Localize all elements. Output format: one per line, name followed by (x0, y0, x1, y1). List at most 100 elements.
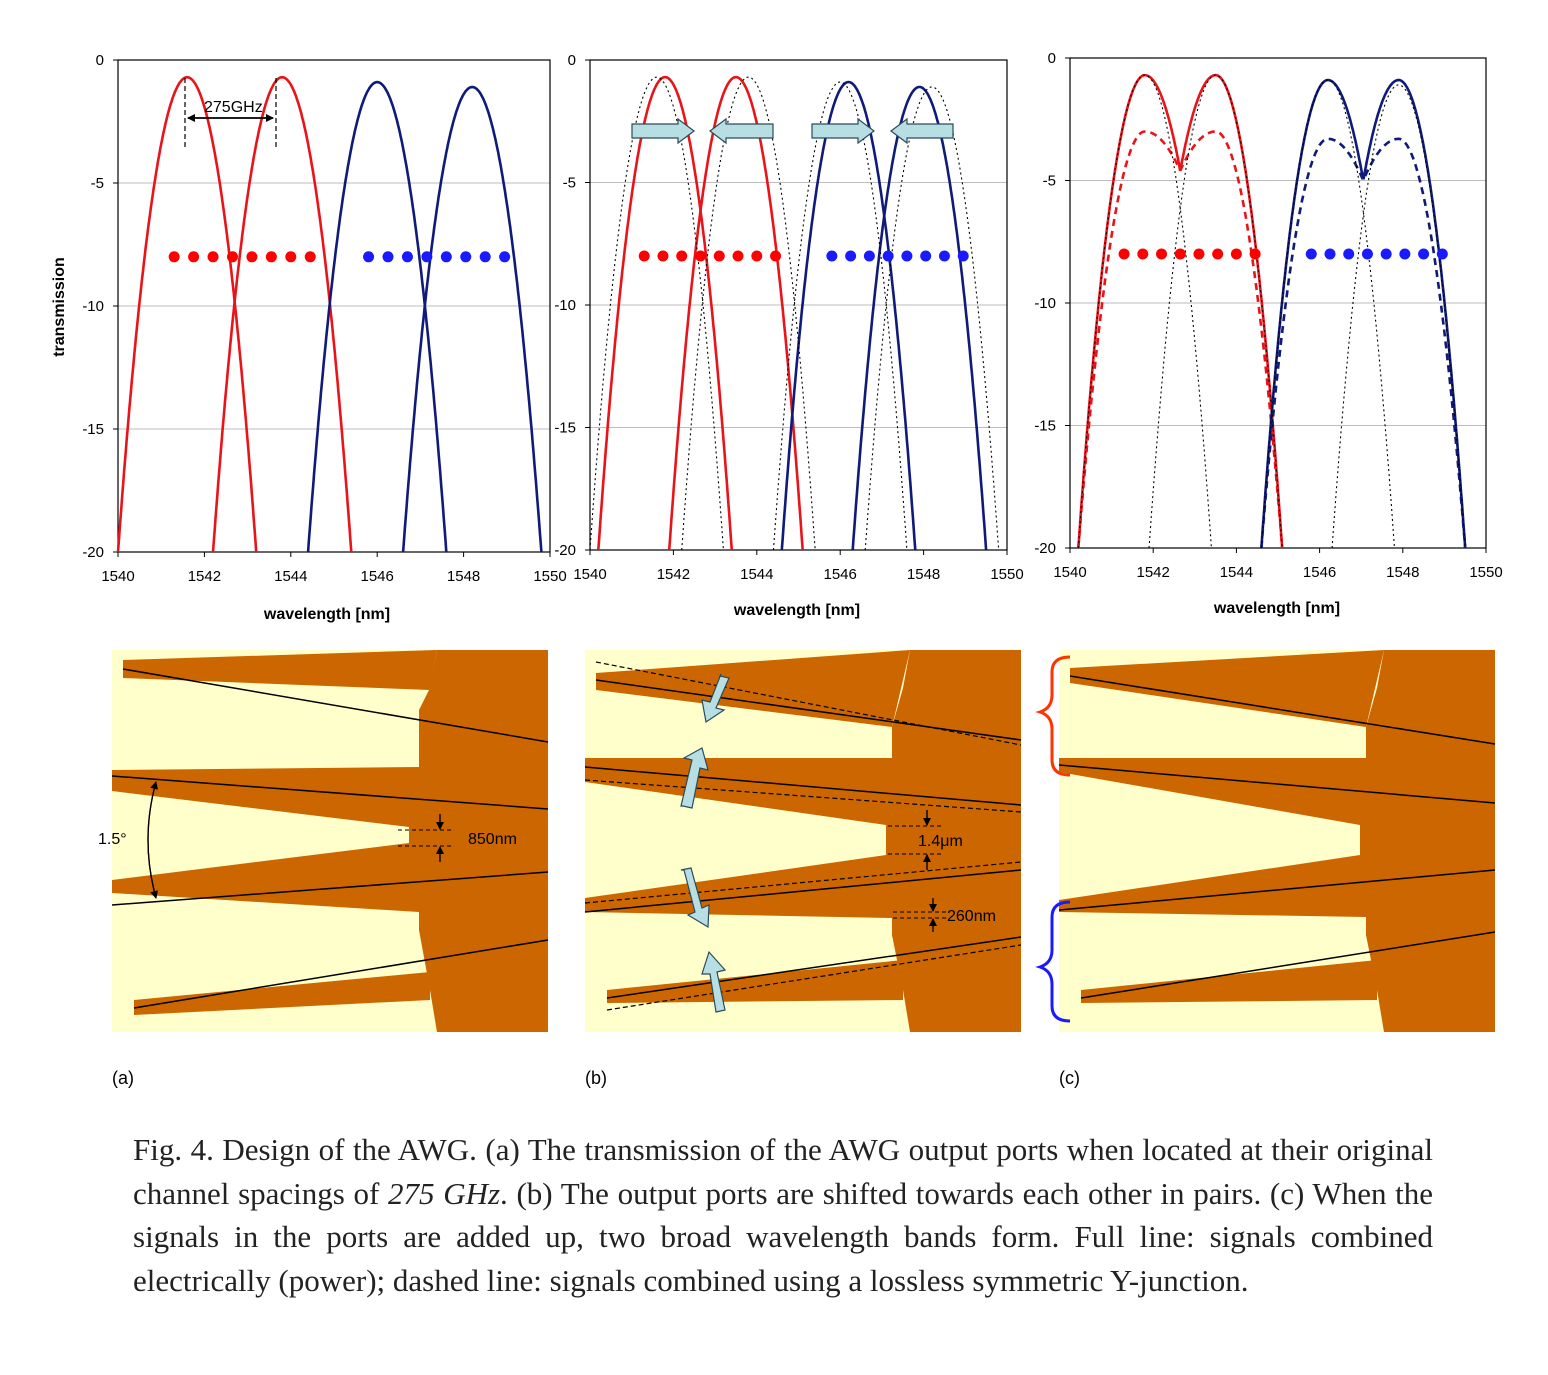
data-point (1324, 248, 1336, 260)
data-point (168, 251, 180, 263)
series-line (772, 81, 908, 551)
data-point (1137, 248, 1149, 260)
series-line (1331, 84, 1466, 549)
panel-label-c: (c) (1059, 1068, 1080, 1088)
x-tick-label: 1544 (740, 566, 773, 583)
y-tick-label: 0 (96, 52, 104, 69)
y-tick-label: -5 (1043, 173, 1056, 190)
data-point (1249, 248, 1261, 260)
series-line (1077, 74, 1212, 549)
spacing-label: 275GHz (204, 99, 263, 116)
angle-label: 1.5° (98, 831, 127, 848)
gap-label-1-4um: 1.4μm (918, 833, 963, 850)
data-point (265, 251, 277, 263)
x-tick-label: 1548 (907, 566, 940, 583)
x-tick-label: 1548 (447, 568, 480, 585)
series-line (211, 75, 353, 553)
series-line (864, 86, 1000, 551)
series-line (1077, 73, 1284, 549)
shift-arrow-up-2 (701, 950, 727, 1013)
data-point (499, 251, 511, 263)
series-line (401, 85, 543, 553)
x-tick-label: 1542 (657, 566, 690, 583)
data-point (1418, 248, 1430, 260)
x-axis-label-a: wavelength [nm] (263, 606, 390, 623)
series-line (1148, 74, 1283, 549)
series-line (667, 75, 804, 551)
waveguide-diagram-c (1035, 650, 1496, 1032)
series-line (116, 75, 258, 553)
y-tick-label: -20 (1034, 540, 1056, 557)
series-line (1260, 78, 1467, 549)
y-tick-label: 0 (568, 52, 576, 69)
data-point (382, 251, 394, 263)
data-point (1436, 248, 1448, 260)
data-point (957, 250, 969, 262)
shift-arrow-right-1 (631, 117, 695, 145)
y-tick-label: -15 (554, 420, 576, 437)
plot-frame (589, 59, 1008, 551)
x-tick-label: 1544 (274, 568, 307, 585)
series-line (1077, 130, 1284, 549)
data-point (713, 250, 725, 262)
x-tick-label: 1542 (188, 568, 221, 585)
caption-text-1: Fig. 4. Design of the AWG. (a) The trans… (133, 1132, 1433, 1211)
shift-arrow-left-1 (709, 117, 774, 145)
brace-red (1035, 655, 1071, 777)
data-point (479, 251, 491, 263)
data-point (1305, 248, 1317, 260)
x-tick-label: 1540 (573, 566, 606, 583)
x-tick-label: 1542 (1137, 564, 1170, 581)
waveguide-diagram-a: 1.5° 850nm (98, 650, 549, 1032)
data-point (401, 251, 413, 263)
gap-label-850nm: 850nm (468, 831, 517, 848)
y-tick-label: -20 (554, 542, 576, 559)
x-tick-label: 1546 (361, 568, 394, 585)
series-line (589, 76, 724, 551)
data-point (440, 251, 452, 263)
brace-blue (1035, 900, 1071, 1023)
shift-arrow-down-2 (680, 867, 710, 929)
data-point (863, 250, 875, 262)
data-point (1399, 248, 1411, 260)
data-point (751, 250, 763, 262)
data-point (732, 250, 744, 262)
x-tick-label: 1548 (1386, 564, 1419, 581)
figure-caption: Fig. 4. Design of the AWG. (a) The trans… (133, 1128, 1433, 1302)
caption-math: 275 GHz (388, 1175, 501, 1211)
data-point (421, 251, 433, 263)
series-line (597, 75, 734, 551)
plot-frame (117, 59, 551, 553)
data-point (1361, 248, 1373, 260)
data-point (826, 250, 838, 262)
data-point (1174, 248, 1186, 260)
x-tick-label: 1540 (101, 568, 134, 585)
data-point (1343, 248, 1355, 260)
data-point (363, 251, 375, 263)
x-axis-label-c: wavelength [nm] (1213, 600, 1340, 617)
x-tick-label: 1550 (990, 566, 1023, 583)
data-point (207, 251, 219, 263)
plot-frame (1069, 57, 1487, 549)
data-point (1156, 248, 1168, 260)
data-point (1118, 248, 1130, 260)
data-point (1212, 248, 1224, 260)
x-tick-label: 1550 (533, 568, 566, 585)
series-line (1260, 79, 1396, 549)
series-line (681, 76, 816, 551)
data-point (657, 250, 669, 262)
y-tick-label: -5 (91, 175, 104, 192)
series-line (306, 80, 448, 553)
caption-text-2: . (b) The output ports are shifted towar… (133, 1175, 1433, 1298)
y-tick-label: -15 (82, 421, 104, 438)
data-point (226, 251, 238, 263)
shift-arrows (631, 117, 954, 145)
spacing-annotation: 275GHz (184, 78, 277, 148)
data-point (938, 250, 950, 262)
y-tick-label: -10 (554, 297, 576, 314)
data-point (901, 250, 913, 262)
